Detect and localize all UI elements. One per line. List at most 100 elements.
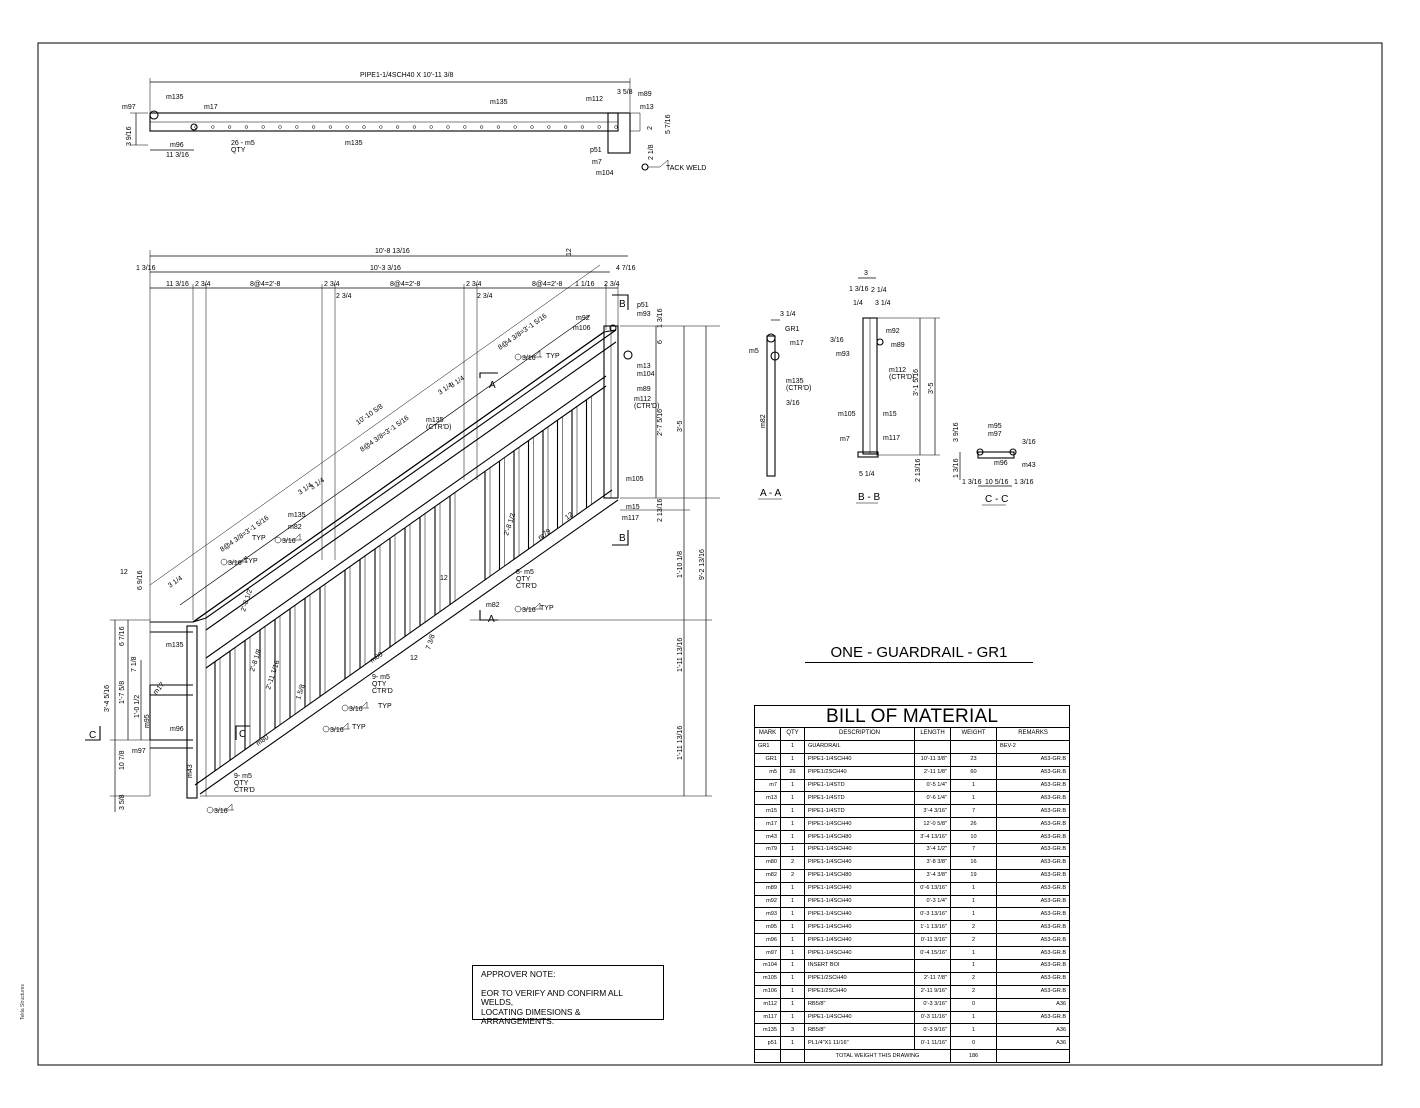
bom-cell: m5 — [754, 765, 781, 780]
bom-cell: PIPE1/2SCH40 — [804, 971, 915, 986]
weld-size: 3/16 — [228, 560, 242, 567]
bom-cell: 0'-3 1/4" — [914, 894, 951, 909]
picket-hole — [614, 125, 618, 129]
svg-text:2 3/4: 2 3/4 — [324, 281, 340, 288]
svg-text:7 3/8: 7 3/8 — [425, 634, 437, 651]
bom-cell: 1 — [780, 971, 805, 986]
bom-cell: 1 — [950, 1023, 997, 1038]
bom-cell: m7 — [754, 778, 781, 793]
picket-hole — [547, 125, 551, 129]
picket-hole — [328, 125, 333, 129]
svg-text:3 1/4: 3 1/4 — [309, 477, 326, 492]
svg-text:m82: m82 — [288, 524, 302, 531]
svg-text:3 5/8: 3 5/8 — [617, 89, 633, 96]
bom-cell: 1 — [780, 933, 805, 948]
section-a-a: 3 1/4 GR1 m5 m17 m135 (CTR'D) m82 3/16 A… — [749, 311, 811, 500]
svg-text:2 3/4: 2 3/4 — [466, 281, 482, 288]
bom-cell: 1'-1 13/16" — [914, 920, 951, 935]
svg-text:TACK WELD: TACK WELD — [666, 165, 706, 172]
bom-cell: 3'-4 3/8" — [914, 868, 951, 883]
svg-text:m43: m43 — [187, 764, 194, 778]
svg-text:8@4 3/8=3'-1 5/16: 8@4 3/8=3'-1 5/16 — [497, 313, 548, 352]
bom-header-cell: QTY — [780, 727, 805, 741]
pipe-label: PIPE1-1/4SCH40 X 10'-11 3/8 — [360, 72, 454, 79]
bom-cell: A53-GR.B — [995, 971, 1071, 986]
svg-text:m105: m105 — [626, 476, 644, 483]
svg-text:6: 6 — [657, 340, 664, 344]
svg-text:(CTR'D): (CTR'D) — [889, 374, 914, 381]
bom-cell: 2 — [950, 984, 997, 999]
bom-cell: 7 — [950, 843, 997, 857]
bom-cell — [950, 739, 997, 754]
weld-size: 3/16 — [522, 607, 536, 614]
bom-cell: PIPE1-1/4SCH40 — [804, 843, 915, 857]
bom-cell: PIPE1-1/4SCH40 — [804, 907, 915, 922]
svg-text:m97: m97 — [122, 104, 136, 111]
svg-text:QTY: QTY — [372, 681, 387, 688]
weld-size: 3/16 — [330, 727, 344, 734]
svg-text:3'-4 5/16: 3'-4 5/16 — [104, 685, 111, 712]
svg-text:m93: m93 — [836, 351, 850, 358]
bom-cell: A36 — [995, 1036, 1071, 1051]
bom-cell: PIPE1/2SCH40 — [804, 765, 915, 780]
svg-text:m96: m96 — [170, 726, 184, 733]
svg-text:m112: m112 — [586, 96, 603, 103]
bom-cell: 10 — [950, 830, 997, 845]
bom-cell: 26 — [950, 817, 997, 832]
bom-cell: A53-GR.B — [995, 959, 1071, 973]
picket-hole — [261, 125, 265, 129]
svg-text:p51: p51 — [590, 147, 602, 154]
bom-cell: GUARDRAIL — [804, 739, 915, 754]
svg-text:TYP: TYP — [252, 535, 266, 542]
bom-cell: 1 — [780, 752, 805, 767]
bom-cell: 0'-5 1/4" — [914, 778, 951, 793]
bom-cell: 1 — [950, 1010, 997, 1025]
bom-cell: m117 — [754, 1010, 781, 1025]
svg-text:1 5/8: 1 5/8 — [295, 684, 307, 701]
bom-cell: RB5/8" — [804, 1023, 915, 1038]
weld-symbol: 3/16 — [514, 350, 542, 362]
bom-total-weight: 186 — [950, 1049, 997, 1064]
bom-cell: 1 — [780, 984, 805, 999]
svg-text:10'-10 5/8: 10'-10 5/8 — [355, 403, 384, 427]
picket-hole — [446, 125, 450, 129]
svg-text:26 - m5: 26 - m5 — [231, 140, 255, 147]
bom-cell: 1 — [780, 1010, 805, 1025]
bom-cell: A53-GR.B — [995, 830, 1071, 845]
svg-text:m15: m15 — [883, 411, 897, 418]
svg-text:m92: m92 — [886, 328, 900, 335]
bom-cell: A53-GR.B — [995, 752, 1071, 767]
svg-text:TYP: TYP — [546, 353, 560, 360]
svg-text:10 5/16: 10 5/16 — [985, 479, 1008, 486]
svg-text:m112: m112 — [889, 367, 906, 374]
bom-header-cell: LENGTH — [914, 727, 951, 741]
svg-text:m106: m106 — [573, 325, 591, 332]
svg-text:m93: m93 — [637, 311, 651, 318]
svg-text:1 3/16: 1 3/16 — [1014, 479, 1034, 486]
bom-cell: 1 — [780, 778, 805, 793]
bom-cell: PIPE1-1/4STD — [804, 791, 915, 806]
bom-cell: 1 — [780, 830, 805, 845]
svg-text:(CTR'D): (CTR'D) — [634, 403, 659, 410]
svg-text:TYP: TYP — [352, 724, 366, 731]
svg-text:m17: m17 — [204, 104, 218, 111]
svg-text:6 9/16: 6 9/16 — [137, 570, 144, 590]
svg-text:10'-8 13/16: 10'-8 13/16 — [375, 248, 410, 255]
bom-cell: 0 — [950, 1036, 997, 1051]
svg-text:2 3/4: 2 3/4 — [477, 293, 493, 300]
bom-cell: 1 — [780, 920, 805, 935]
bom-cell: 1 — [950, 907, 997, 922]
svg-text:1 1/16: 1 1/16 — [575, 281, 595, 288]
picket-hole — [311, 125, 316, 129]
bom-cell: 0'-11 3/16" — [914, 933, 951, 948]
svg-text:2 13/16: 2 13/16 — [657, 499, 664, 522]
bom-cell: 16 — [950, 855, 997, 870]
bom-total-row: TOTAL WEIGHT THIS DRAWING 186 — [754, 1049, 1071, 1064]
sheet-border — [37, 42, 1383, 1066]
